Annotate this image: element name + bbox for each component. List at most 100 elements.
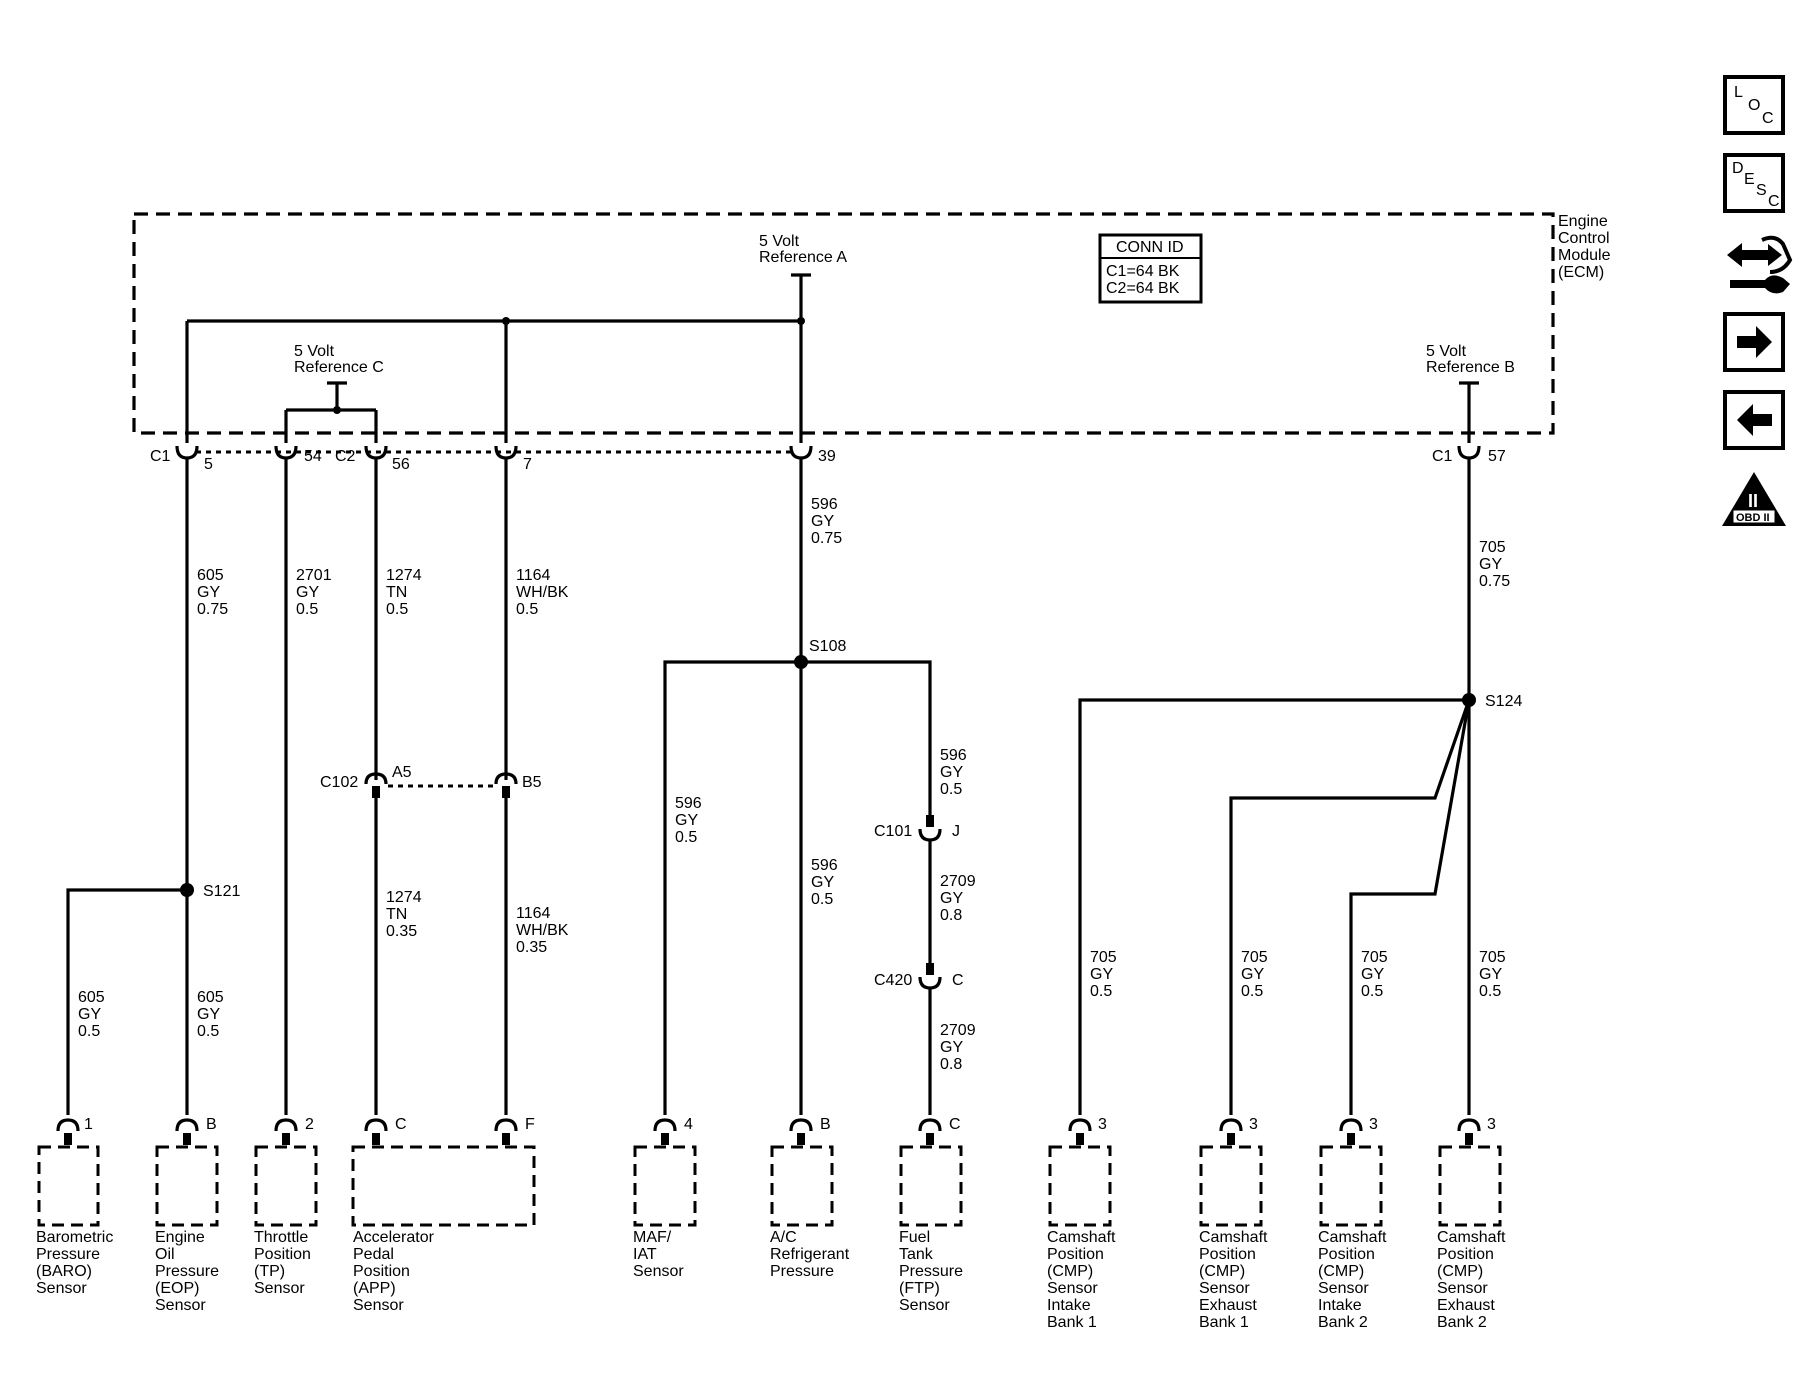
svg-text:C102: C102 (320, 774, 358, 791)
reference-a-label: 5 Volt Reference A (759, 233, 847, 266)
svg-text:Sensor: Sensor (633, 1263, 684, 1280)
svg-text:0.35: 0.35 (386, 923, 417, 940)
svg-text:CONN ID: CONN ID (1116, 239, 1184, 256)
sensor-bodies (37, 1145, 1502, 1227)
svg-text:(CMP): (CMP) (1199, 1263, 1245, 1280)
svg-text:0.75: 0.75 (811, 530, 842, 547)
svg-text:0.5: 0.5 (78, 1023, 100, 1040)
svg-text:S108: S108 (809, 638, 846, 655)
svg-text:Bank 1: Bank 1 (1199, 1314, 1249, 1331)
svg-text:C2=64 BK: C2=64 BK (1106, 280, 1180, 297)
svg-text:GY: GY (811, 874, 834, 891)
svg-text:5 Volt: 5 Volt (1426, 343, 1467, 360)
svg-text:Oil: Oil (155, 1246, 175, 1263)
sensor-app-pin-c: C (364, 1116, 407, 1145)
svg-text:705: 705 (1241, 949, 1268, 966)
svg-text:Bank 2: Bank 2 (1437, 1314, 1487, 1331)
svg-text:Engine: Engine (155, 1229, 205, 1246)
wrench-arrows-icon[interactable] (1727, 235, 1793, 294)
inline-connector-c420: C420 C (874, 963, 964, 990)
sensor-label-cmp-intake-b2: Camshaft Position (CMP) Sensor Intake Ba… (1318, 1229, 1387, 1331)
svg-text:S121: S121 (203, 883, 240, 900)
svg-text:3: 3 (1487, 1116, 1496, 1133)
svg-text:1164: 1164 (516, 905, 551, 922)
sensor-app-pin-f: F (494, 1116, 535, 1145)
svg-text:GY: GY (1479, 966, 1502, 983)
svg-text:C101: C101 (874, 823, 912, 840)
svg-text:2701: 2701 (296, 567, 332, 584)
reference-b-label: 5 Volt Reference B (1426, 343, 1515, 376)
next-page-button[interactable] (1723, 312, 1785, 372)
svg-text:Position: Position (1318, 1246, 1375, 1263)
svg-text:B: B (820, 1116, 831, 1133)
svg-text:Sensor: Sensor (899, 1297, 950, 1314)
sensor-cmp-exhaust-b1-pin: 3 (1219, 1116, 1258, 1145)
svg-text:Bank 1: Bank 1 (1047, 1314, 1097, 1331)
sensor-eop-body (155, 1145, 219, 1227)
svg-text:Camshaft: Camshaft (1199, 1229, 1268, 1246)
svg-text:Barometric: Barometric (36, 1229, 113, 1246)
sensor-label-ftp: Fuel Tank Pressure (FTP) Sensor (899, 1229, 963, 1314)
svg-text:WH/BK: WH/BK (516, 922, 569, 939)
previous-page-button[interactable] (1723, 390, 1785, 450)
svg-text:C1: C1 (150, 448, 171, 465)
svg-text:MAF/: MAF/ (633, 1229, 672, 1246)
ecm-label: Engine Control Module (ECM) (1558, 213, 1611, 281)
svg-text:0.5: 0.5 (1479, 983, 1501, 1000)
sensor-cmp-intake-b2-pin: 3 (1339, 1116, 1378, 1145)
svg-text:GY: GY (1090, 966, 1113, 983)
svg-text:Reference B: Reference B (1426, 359, 1515, 376)
svg-text:0.75: 0.75 (1479, 573, 1510, 590)
sensor-tp-body (254, 1145, 318, 1227)
svg-text:F: F (525, 1116, 535, 1133)
obd-ii-icon[interactable]: II OBD II (1722, 472, 1786, 526)
svg-text:7: 7 (523, 456, 532, 473)
svg-text:54: 54 (304, 448, 322, 465)
description-button[interactable]: D E S C (1723, 153, 1785, 213)
svg-text:0.5: 0.5 (1361, 983, 1383, 1000)
svg-text:705: 705 (1090, 949, 1117, 966)
svg-text:Sensor: Sensor (1318, 1280, 1369, 1297)
svg-text:Camshaft: Camshaft (1437, 1229, 1506, 1246)
svg-text:3: 3 (1098, 1116, 1107, 1133)
svg-text:596: 596 (811, 496, 838, 513)
svg-text:(EOP): (EOP) (155, 1280, 199, 1297)
svg-text:605: 605 (197, 567, 224, 584)
svg-text:Position: Position (1437, 1246, 1494, 1263)
svg-text:GY: GY (1479, 556, 1502, 573)
ecm-pin-7: 7 (494, 445, 532, 473)
svg-text:Engine: Engine (1558, 213, 1608, 230)
svg-text:Camshaft: Camshaft (1318, 1229, 1387, 1246)
svg-text:Pressure: Pressure (899, 1263, 963, 1280)
svg-text:0.5: 0.5 (296, 601, 318, 618)
svg-text:S124: S124 (1485, 693, 1522, 710)
svg-text:C: C (952, 972, 964, 989)
svg-text:Sensor: Sensor (1199, 1280, 1250, 1297)
svg-text:WH/BK: WH/BK (516, 584, 569, 601)
sensor-label-eop: Engine Oil Pressure (EOP) Sensor (155, 1229, 219, 1314)
svg-text:0.8: 0.8 (940, 1056, 962, 1073)
ecm-boundary (132, 212, 1555, 435)
svg-text:(TP): (TP) (254, 1263, 285, 1280)
ecm-pin-54: 54 (274, 445, 322, 465)
sensor-label-cmp-exhaust-b2: Camshaft Position (CMP) Sensor Exhaust B… (1437, 1229, 1506, 1331)
svg-text:57: 57 (1488, 448, 1506, 465)
sensor-eop-pin: B (175, 1116, 217, 1145)
svg-text:Tank: Tank (899, 1246, 934, 1263)
ecm-pin-39: 39 (789, 445, 836, 465)
svg-text:0.8: 0.8 (940, 907, 962, 924)
svg-text:B: B (206, 1116, 217, 1133)
svg-text:1: 1 (84, 1116, 93, 1133)
svg-text:C1: C1 (1432, 448, 1453, 465)
sensor-maf-body (633, 1145, 697, 1227)
svg-text:Sensor: Sensor (254, 1280, 305, 1297)
svg-text:(BARO): (BARO) (36, 1263, 92, 1280)
svg-text:O: O (1748, 97, 1760, 114)
svg-text:596: 596 (675, 795, 702, 812)
arrow-right-icon (1737, 326, 1772, 358)
location-button[interactable]: L O C (1723, 75, 1785, 135)
svg-text:Pressure: Pressure (36, 1246, 100, 1263)
svg-text:TN: TN (386, 906, 407, 923)
svg-text:Position: Position (353, 1263, 410, 1280)
